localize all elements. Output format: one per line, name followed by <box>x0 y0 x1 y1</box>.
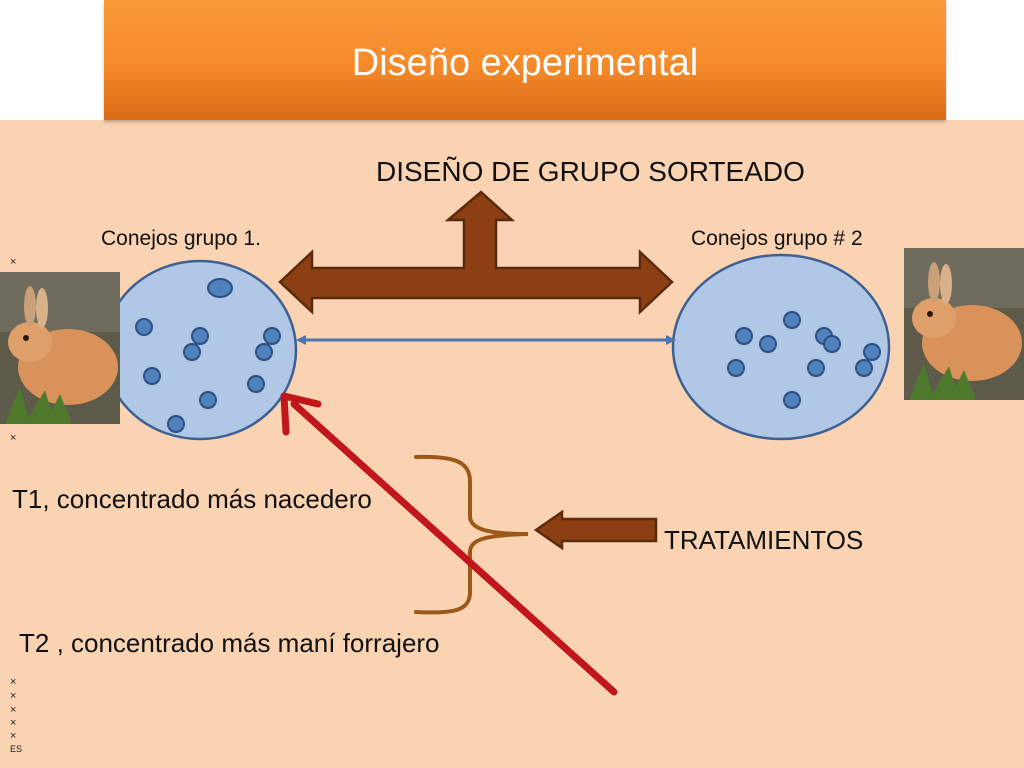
bullet-marker-icon: × <box>10 432 17 444</box>
diagram-heading: DISEÑO DE GRUPO SORTEADO <box>376 156 805 187</box>
group2-label: Conejos grupo # 2 <box>691 227 863 250</box>
group2-dot <box>823 335 841 353</box>
group1-label: Conejos grupo 1. <box>101 227 261 250</box>
group1-dot <box>183 343 201 361</box>
group2-dots <box>727 311 881 409</box>
bullet-marker-icon: × <box>10 256 17 268</box>
bullet-marker-icon: × <box>10 690 17 702</box>
group2-dot <box>759 335 777 353</box>
group1-dot <box>135 318 153 336</box>
bullet-marker-icon: × <box>10 730 17 742</box>
group2-dot <box>807 359 825 377</box>
treatment2-text: T2 , concentrado más maní forrajero <box>19 628 440 658</box>
slide-title: Diseño experimental <box>351 42 699 84</box>
treatments-brace <box>414 454 529 615</box>
group1-dots <box>135 278 281 433</box>
treatments-arrow <box>533 509 658 551</box>
group2-dot <box>863 343 881 361</box>
group2-dot <box>735 327 753 345</box>
red-pointer-arrow <box>280 392 618 696</box>
group1-dot <box>191 327 209 345</box>
bullet-marker-icon: × <box>10 704 17 716</box>
group1-dot <box>247 375 265 393</box>
group1-dot <box>199 391 217 409</box>
connector-line <box>296 335 676 345</box>
treatment1-text: T1, concentrado más nacedero <box>12 484 372 514</box>
group1-dot <box>167 415 185 433</box>
rabbit-photo-right <box>904 248 1024 400</box>
group2-circle <box>671 253 891 441</box>
group1-dot <box>143 367 161 385</box>
group1-dot <box>263 327 281 345</box>
treatments-label: TRATAMIENTOS <box>664 525 864 555</box>
language-indicator[interactable]: ES <box>10 744 23 754</box>
group1-dot <box>255 343 273 361</box>
group2-dot <box>783 311 801 329</box>
group2-dot <box>727 359 745 377</box>
bullet-marker-icon: × <box>10 717 17 729</box>
group2-dot <box>783 391 801 409</box>
rabbit-photo-left <box>0 272 120 424</box>
brown-double-arrow <box>278 190 674 315</box>
slide-background <box>0 120 1024 768</box>
group1-dot <box>207 278 233 298</box>
group2-dot <box>855 359 873 377</box>
title-bar: Diseño experimental <box>104 0 946 120</box>
bullet-marker-icon: × <box>10 676 17 688</box>
